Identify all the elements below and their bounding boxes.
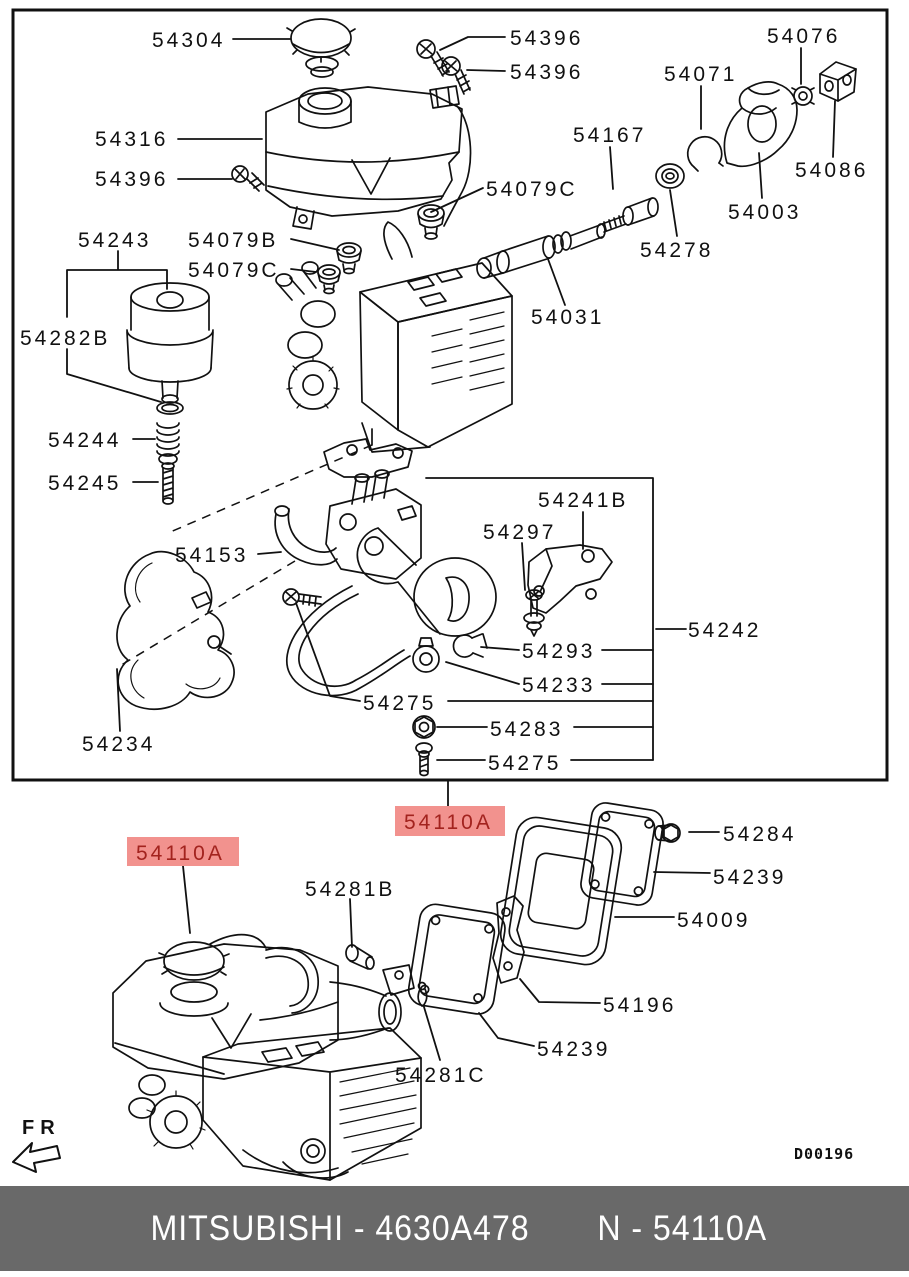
- part-label-54245: 54245: [48, 472, 121, 495]
- part-label-54003: 54003: [728, 201, 801, 224]
- hose-54153: [274, 505, 338, 566]
- part-label-54031: 54031: [531, 306, 604, 329]
- master-cylinder-assembly-54110a: [112, 933, 422, 1181]
- grommet-54079c-upper: [417, 204, 445, 240]
- gasket-54239-right: [580, 802, 664, 906]
- part-label-54282b: 54282B: [20, 327, 110, 350]
- fr-orientation-label: FR: [22, 1117, 61, 1139]
- part-label-54196: 54196: [603, 994, 676, 1017]
- push-rod-54031-54167: [476, 197, 659, 279]
- pin-54281b: [345, 944, 375, 970]
- part-label-54086: 54086: [795, 159, 868, 182]
- part-label-54239-b: 54239: [537, 1038, 610, 1061]
- part-label-54153: 54153: [175, 544, 248, 567]
- part-label-54281c: 54281C: [395, 1064, 487, 1087]
- grommet-54079b: [336, 242, 362, 275]
- screw-54275-bottom: [415, 742, 433, 777]
- bracket-54241b: [527, 544, 613, 614]
- screw-54396-c: [231, 165, 265, 192]
- part-label-54304: 54304: [152, 29, 225, 52]
- part-label-54244: 54244: [48, 429, 121, 452]
- part-label-54167: 54167: [573, 124, 646, 147]
- part-label-54293: 54293: [522, 640, 595, 663]
- part-label-54284: 54284: [723, 823, 796, 846]
- nut-54076: [791, 86, 815, 106]
- part-label-54297: 54297: [483, 521, 556, 544]
- part-label-54281b: 54281B: [305, 878, 395, 901]
- fr-direction-arrow-icon: [12, 1142, 61, 1173]
- part-label-54079c-left: 54079C: [188, 259, 280, 282]
- svg-text:54110A: 54110A: [136, 842, 225, 865]
- snap-ring-54071: [686, 135, 724, 172]
- part-label-54283: 54283: [490, 718, 563, 741]
- part-label-54316: 54316: [95, 128, 168, 151]
- gasket-54239-left: [407, 903, 506, 1015]
- figure-code: D00196: [794, 1145, 854, 1163]
- part-label-54071: 54071: [664, 63, 737, 86]
- nut-54283: [412, 715, 436, 739]
- part-label-54396-a: 54396: [510, 27, 583, 50]
- spring-54244: [156, 422, 180, 457]
- part-label-54241b: 54241B: [538, 489, 628, 512]
- screw-54396-b: [441, 56, 471, 95]
- part-label-54396-b: 54396: [510, 61, 583, 84]
- screw-54275-left: [282, 588, 322, 607]
- clamp-54293: [452, 633, 488, 658]
- pump-assembly-54242: [285, 438, 497, 697]
- bolt-54297: [523, 589, 545, 637]
- svg-text:54110A: 54110A: [404, 811, 493, 834]
- part-label-54239-a: 54239: [713, 866, 786, 889]
- part-label-54278: 54278: [640, 239, 713, 262]
- part-label-54234: 54234: [82, 733, 155, 756]
- plate-54196: [492, 895, 525, 984]
- part-label-54275-a: 54275: [363, 692, 436, 715]
- part-label-54076: 54076: [767, 25, 840, 48]
- screw-54245: [158, 453, 178, 505]
- banjo-fitting-54233: [412, 637, 440, 673]
- part-label-54079b: 54079B: [188, 229, 278, 252]
- part-label-54233: 54233: [522, 674, 595, 697]
- title-banner: MITSUBISHI - 4630A478 N - 54110A: [0, 1186, 909, 1271]
- banner-selected-part-ref: N - 54110A: [597, 1208, 768, 1248]
- part-label-54243: 54243: [78, 229, 151, 252]
- part-label-54275-b: 54275: [488, 752, 561, 775]
- part-label-54110a-selected-top[interactable]: 54110A: [395, 806, 505, 836]
- hydraulic-unit: [275, 221, 513, 453]
- filter-54243: [126, 282, 214, 404]
- dashed-pointer-a: [167, 444, 373, 534]
- boot-54003: [723, 81, 798, 168]
- cover-54009: [499, 816, 623, 966]
- bracket-block-54086: [819, 61, 857, 102]
- grommet-54079c-lower: [317, 264, 341, 295]
- dashed-pointer-b: [117, 560, 296, 668]
- part-label-54079c-top: 54079C: [486, 178, 578, 201]
- bolt-54284: [654, 823, 681, 843]
- part-label-54242: 54242: [688, 619, 761, 642]
- upper-diagram-frame: [11, 8, 889, 782]
- reservoir-cap-54304: [286, 18, 356, 78]
- part-label-54009: 54009: [677, 909, 750, 932]
- banner-brand-part-number: MITSUBISHI - 4630A478: [150, 1208, 530, 1248]
- leader-lines: [66, 36, 836, 1061]
- reservoir-tank-54316: [265, 85, 472, 230]
- part-label-54396-c: 54396: [95, 168, 168, 191]
- bearing-54278: [655, 163, 685, 189]
- part-label-54110a-selected-left[interactable]: 54110A: [127, 837, 239, 866]
- harness-clip-54234: [116, 550, 235, 710]
- o-ring-54282b: [156, 401, 184, 415]
